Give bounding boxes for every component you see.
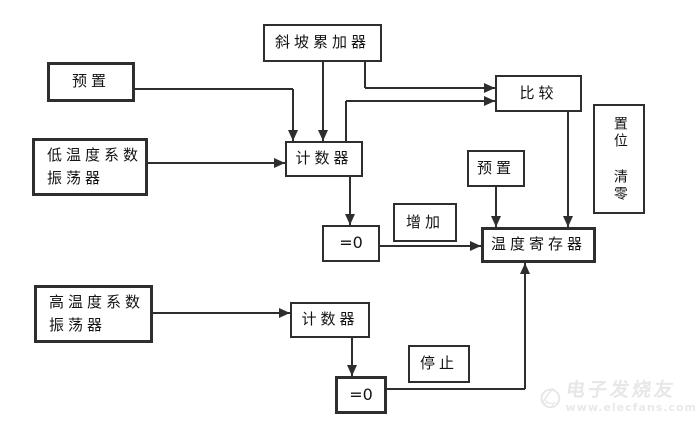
elecfans-logo-icon (540, 387, 561, 408)
node-label-eq-zero-bottom: =0 (349, 384, 373, 404)
edge-eq-zero-bottom-to-temp-register-segment-1 (524, 263, 526, 389)
node-eq-zero-bottom: =0 (335, 376, 387, 414)
node-eq-zero-top: =0 (322, 225, 380, 262)
node-temp-register: 温度寄存器 (481, 227, 596, 263)
node-label-high-temp-osc: 高温度系数 振荡器 (49, 292, 145, 334)
node-label-preset-top: 预置 (71, 72, 110, 91)
node-label-stop: 停止 (419, 354, 458, 373)
edge-counter-top-to-compare-arrowhead (484, 96, 495, 106)
edge-eq-zero-top-to-temp-register-segment-0 (380, 245, 481, 247)
node-label-eq-zero-top: =0 (339, 233, 363, 253)
edge-preset-top-to-counter-top-arrowhead (288, 130, 298, 141)
edge-eq-zero-top-to-temp-register-arrowhead (470, 241, 481, 251)
node-stop: 停止 (408, 345, 470, 383)
node-preset-right: 预置 (467, 150, 525, 187)
edge-counter-top-to-eq-zero-top-segment-0 (349, 177, 351, 225)
edge-counter-top-to-compare-segment-1 (346, 100, 495, 102)
node-label-compare: 比较 (519, 83, 558, 102)
edge-low-temp-osc-to-counter-top-segment-0 (148, 162, 285, 164)
edge-preset-top-to-counter-top-segment-0 (135, 88, 293, 90)
edge-ramp-accumulator-to-counter-top-segment-0 (322, 62, 324, 141)
edge-counter-top-to-eq-zero-top-arrowhead (345, 214, 355, 225)
edge-eq-zero-bottom-to-temp-register-arrowhead (520, 263, 530, 274)
edge-ramp-accumulator-to-counter-top-arrowhead (318, 130, 328, 141)
edge-counter-top-to-compare-segment-0 (345, 101, 347, 141)
node-label-temp-register: 温度寄存器 (490, 235, 586, 254)
node-label-set-clear: 置位 清零 (611, 115, 628, 203)
edge-compare-to-temp-register-arrowhead (563, 216, 573, 227)
watermark-url: www.elecfans.com (565, 401, 697, 415)
node-increase: 增加 (393, 203, 457, 242)
watermark: 电子发烧友 www.elecfans.com (540, 366, 697, 429)
node-label-low-temp-osc: 低温度系数 振荡器 (47, 145, 143, 187)
edge-preset-right-to-temp-register-segment-0 (495, 187, 497, 227)
node-label-ramp-accumulator: 斜坡累加器 (274, 33, 370, 52)
node-label-increase: 增加 (405, 212, 444, 231)
node-high-temp-osc: 高温度系数 振荡器 (34, 285, 153, 343)
node-label-counter-bottom: 计数器 (301, 310, 359, 329)
node-preset-top: 预置 (47, 62, 135, 102)
edge-counter-bottom-to-eq-zero-bottom-arrowhead (347, 365, 357, 376)
node-counter-bottom: 计数器 (290, 302, 370, 338)
edge-ramp-accumulator-to-compare-segment-0 (364, 62, 366, 88)
node-label-counter-top: 计数器 (295, 149, 353, 168)
edge-preset-right-to-temp-register-arrowhead (491, 216, 501, 227)
node-label-preset-right: 预置 (476, 158, 515, 177)
edge-high-temp-osc-to-counter-bottom-segment-0 (153, 312, 290, 314)
edge-eq-zero-bottom-to-temp-register-segment-0 (387, 388, 525, 390)
edge-high-temp-osc-to-counter-bottom-arrowhead (279, 308, 290, 318)
edge-ramp-accumulator-to-compare-segment-1 (365, 87, 495, 89)
node-counter-top: 计数器 (285, 141, 363, 177)
edge-ramp-accumulator-to-compare-arrowhead (484, 83, 495, 93)
edge-preset-top-to-counter-top-segment-1 (292, 89, 294, 141)
watermark-text: 电子发烧友 www.elecfans.com (564, 379, 697, 415)
node-set-clear: 置位 清零 (593, 104, 645, 214)
edge-low-temp-osc-to-counter-top-arrowhead (274, 158, 285, 168)
node-compare: 比较 (495, 75, 582, 112)
edge-compare-to-temp-register-segment-0 (567, 112, 569, 227)
node-low-temp-osc: 低温度系数 振荡器 (32, 138, 148, 196)
node-ramp-accumulator: 斜坡累加器 (263, 24, 382, 62)
edge-counter-bottom-to-eq-zero-bottom-segment-0 (351, 338, 353, 376)
watermark-brand: 电子发烧友 (564, 379, 678, 402)
